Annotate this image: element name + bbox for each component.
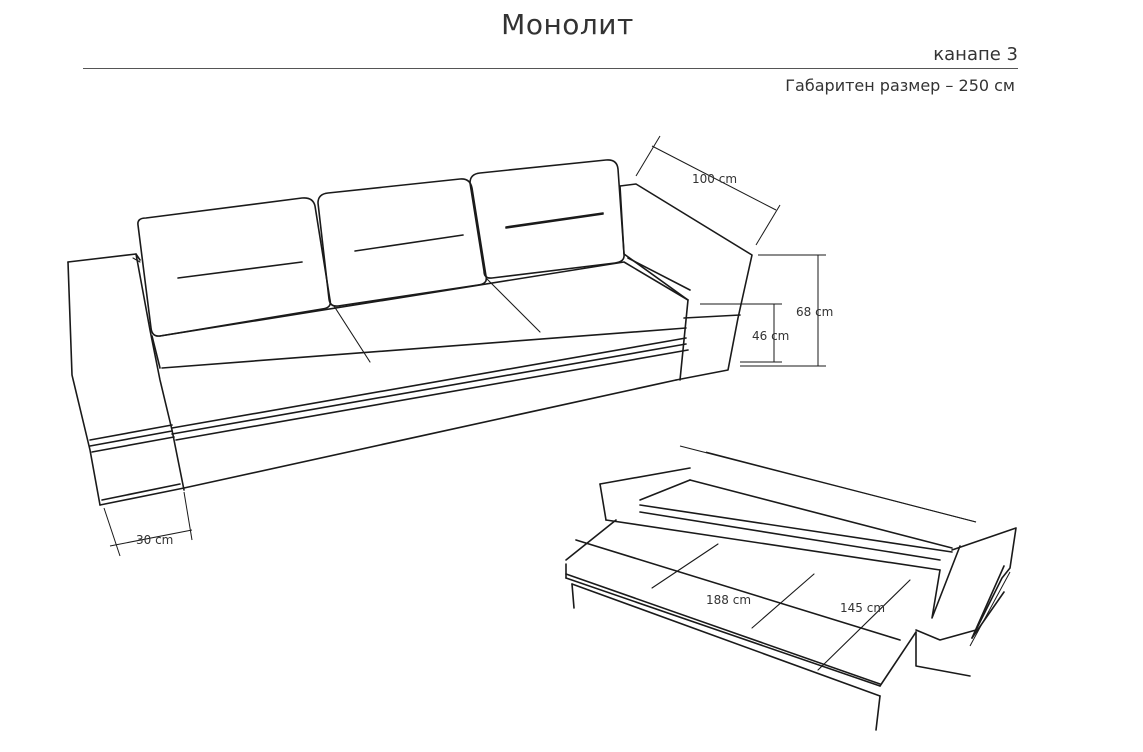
dimension-armrest-width: 30 cm — [103, 491, 193, 557]
overall-size-label: Габаритен размер – 250 см — [785, 76, 1015, 95]
dimension-total-height-label: 68 cm — [796, 305, 833, 319]
seat — [151, 261, 689, 489]
dimension-bed-length-label: 188 cm — [706, 593, 751, 607]
right-armrest — [619, 183, 753, 381]
dimension-seat-height-label: 46 cm — [752, 329, 789, 343]
sofa-assembled — [67, 159, 753, 506]
sofa-unfolded-bed: 188 cm 145 cm — [565, 445, 1017, 731]
dimension-total-height: 68 cm — [740, 254, 833, 367]
left-armrest — [67, 253, 185, 506]
dimension-bed-width-label: 145 cm — [840, 601, 885, 615]
dimension-back-depth-label: 100 cm — [692, 172, 737, 186]
product-subtitle: канапе 3 — [933, 44, 1018, 65]
dimension-armrest-width-label: 30 cm — [136, 533, 173, 547]
header-divider — [83, 68, 1018, 69]
back-cushions — [137, 159, 625, 337]
page-title: Монолит — [501, 8, 634, 41]
dimension-back-depth: 100 cm — [635, 135, 781, 246]
dimension-seat-height: 46 cm — [700, 303, 789, 363]
